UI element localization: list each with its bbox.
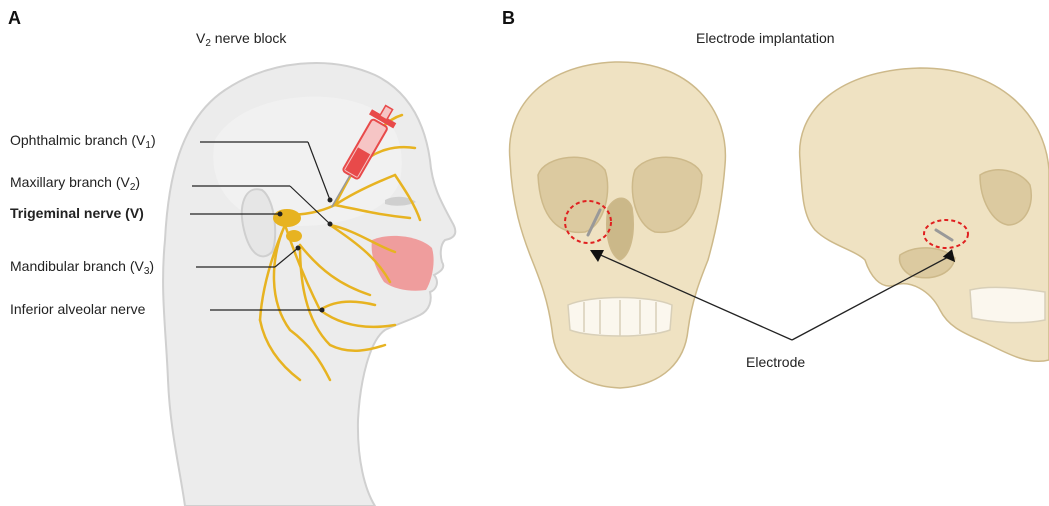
- label-electrode: Electrode: [746, 354, 805, 370]
- label-maxillary-branch: Maxillary branch (V2): [10, 174, 140, 190]
- label-mandibular-branch: Mandibular branch (V3): [10, 258, 154, 274]
- label-ophthalmic-branch: Ophthalmic branch (V1): [10, 132, 156, 148]
- label-trigeminal-nerve: Trigeminal nerve (V): [10, 205, 144, 221]
- skull-front: [510, 62, 726, 388]
- trigeminal-ganglion: [273, 209, 301, 227]
- nerve-node: [286, 230, 302, 242]
- panel-a: A V2 nerve block: [0, 0, 500, 506]
- skull-side: [800, 68, 1049, 361]
- skull-illustrations: [500, 0, 1049, 506]
- panel-b: B Electrode implantation: [500, 0, 1049, 506]
- head-illustration: [0, 0, 500, 506]
- label-inferior-alveolar-nerve: Inferior alveolar nerve: [10, 301, 145, 317]
